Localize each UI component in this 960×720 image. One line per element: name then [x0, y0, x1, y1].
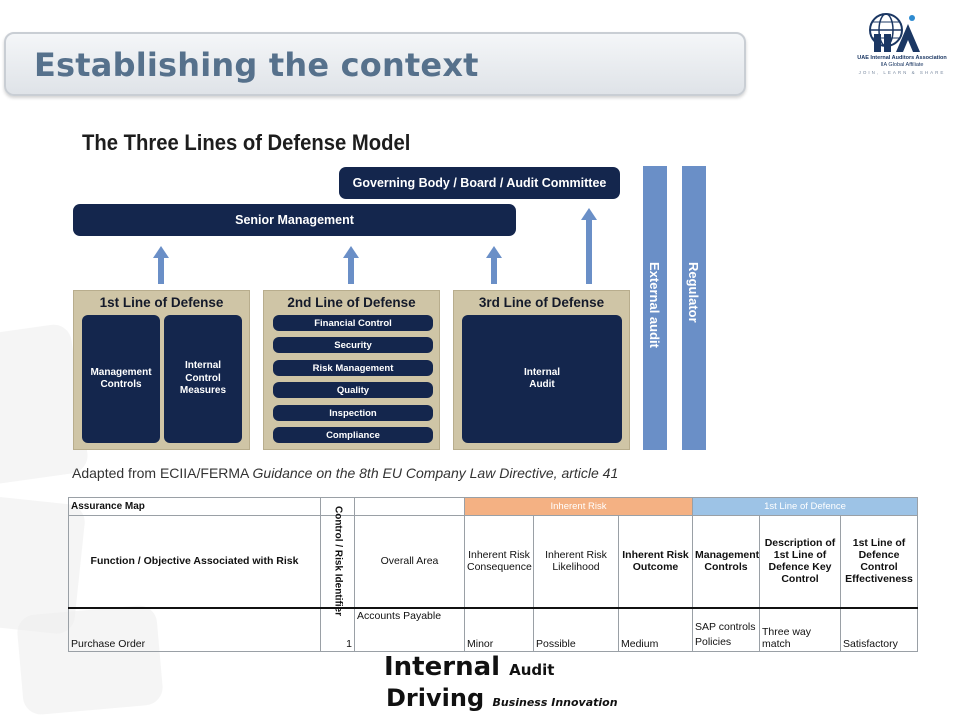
arrow-up-icon — [581, 208, 597, 284]
second-line-item: Risk Management — [273, 360, 433, 376]
consequence-value: Minor — [467, 638, 494, 650]
description-value: Three way match — [762, 626, 812, 650]
internal-control-box: Internal Control Measures — [164, 315, 242, 443]
brand-driving: Driving — [386, 684, 485, 712]
arrow-up-icon — [343, 246, 359, 284]
effectiveness-cell: Satisfactory — [840, 607, 918, 652]
management-controls-value-1: SAP controls — [695, 620, 756, 633]
outcome-header: Inherent Risk Outcome — [618, 515, 693, 609]
inherent-risk-group-header: Inherent Risk — [464, 497, 693, 516]
likelihood-cell: Possible — [533, 607, 619, 652]
assurance-map-table: Assurance Map Inherent Risk 1st Line of … — [68, 497, 918, 652]
consequence-cell: Minor — [464, 607, 534, 652]
likelihood-header: Inherent Risk Likelihood — [533, 515, 619, 609]
brand-line-1: Internal Audit — [384, 652, 554, 682]
management-controls-box: Management Controls — [82, 315, 160, 443]
outcome-cell: Medium — [618, 607, 693, 652]
consequence-header: Inherent Risk Consequence — [464, 515, 534, 609]
control-id-header-text: Control / Risk Identifier — [332, 506, 343, 617]
regulator-bar: Regulator — [682, 166, 706, 450]
function-cell: Purchase Order — [68, 607, 321, 652]
caption-guidance: Guidance on the 8th EU Company Law Direc… — [252, 465, 619, 481]
iia-logo: UAE Internal Auditors Association IIA Gl… — [852, 10, 952, 80]
management-controls-header: Management Controls — [692, 515, 760, 609]
governing-body-bar: Governing Body / Board / Audit Committee — [339, 167, 620, 199]
description-cell: Three way match — [759, 607, 841, 652]
function-header: Function / Objective Associated with Ris… — [68, 515, 321, 609]
external-audit-label: External audit — [647, 262, 662, 348]
first-line-panel: 1st Line of Defense Management Controls … — [73, 290, 250, 450]
second-line-heading: 2nd Line of Defense — [287, 295, 416, 310]
table-cell — [354, 497, 465, 516]
logo-tagline: JOIN, LEARN & SHARE — [858, 70, 946, 75]
overall-area-header: Overall Area — [354, 515, 465, 609]
description-header: Description of 1st Line of Defence Key C… — [759, 515, 841, 609]
brand-internal: Internal — [384, 652, 501, 682]
internal-audit-box: Internal Audit — [462, 315, 622, 443]
control-id-value: 1 — [346, 638, 352, 650]
diagram-caption: Adapted from ECIIA/FERMA Guidance on the… — [72, 465, 618, 481]
likelihood-value: Possible — [536, 638, 576, 650]
logo-org-name: UAE Internal Auditors Association — [857, 55, 947, 61]
third-line-heading: 3rd Line of Defense — [478, 295, 605, 310]
second-line-item: Financial Control — [273, 315, 433, 331]
first-line-defence-group-header: 1st Line of Defence — [692, 497, 918, 516]
logo-affiliate: IIA Global Affiliate — [880, 62, 924, 68]
senior-management-bar: Senior Management — [73, 204, 516, 236]
function-value: Purchase Order — [71, 638, 146, 650]
regulator-label: Regulator — [686, 262, 701, 323]
caption-source: Adapted from ECIIA/FERMA — [72, 465, 253, 481]
overall-area-cell: Accounts Payable — [354, 607, 465, 652]
second-line-item: Inspection — [273, 405, 433, 421]
second-line-item: Compliance — [273, 427, 433, 443]
globe-ia-logo-icon — [869, 13, 920, 52]
management-controls-value-2: Policies — [695, 635, 732, 648]
second-line-item: Security — [273, 337, 433, 353]
first-line-heading: 1st Line of Defense — [99, 295, 224, 310]
effectiveness-value: Satisfactory — [843, 638, 898, 650]
brand-audit: Audit — [509, 661, 555, 679]
management-controls-cell: SAP controls Policies — [692, 607, 760, 652]
slide-title-bar: Establishing the context — [4, 32, 746, 96]
control-id-header: Control / Risk Identifier — [320, 506, 355, 616]
overall-area-value: Accounts Payable — [357, 609, 442, 622]
slide-title: Establishing the context — [34, 46, 479, 84]
outcome-value: Medium — [621, 638, 659, 650]
arrow-up-icon — [153, 246, 169, 284]
brand-business-innovation: Business Innovation — [492, 696, 618, 709]
effectiveness-header: 1st Line of Defence Control Effectivenes… — [840, 515, 918, 609]
brand-line-2: Driving Business Innovation — [386, 684, 618, 712]
second-line-panel: 2nd Line of Defense Financial Control Se… — [263, 290, 440, 450]
third-line-panel: 3rd Line of Defense Internal Audit — [453, 290, 630, 450]
arrow-up-icon — [486, 246, 502, 284]
external-audit-bar: External audit — [643, 166, 667, 450]
diagram-title: The Three Lines of Defense Model — [82, 130, 411, 155]
assurance-map-title: Assurance Map — [68, 497, 321, 516]
second-line-item: Quality — [273, 382, 433, 398]
